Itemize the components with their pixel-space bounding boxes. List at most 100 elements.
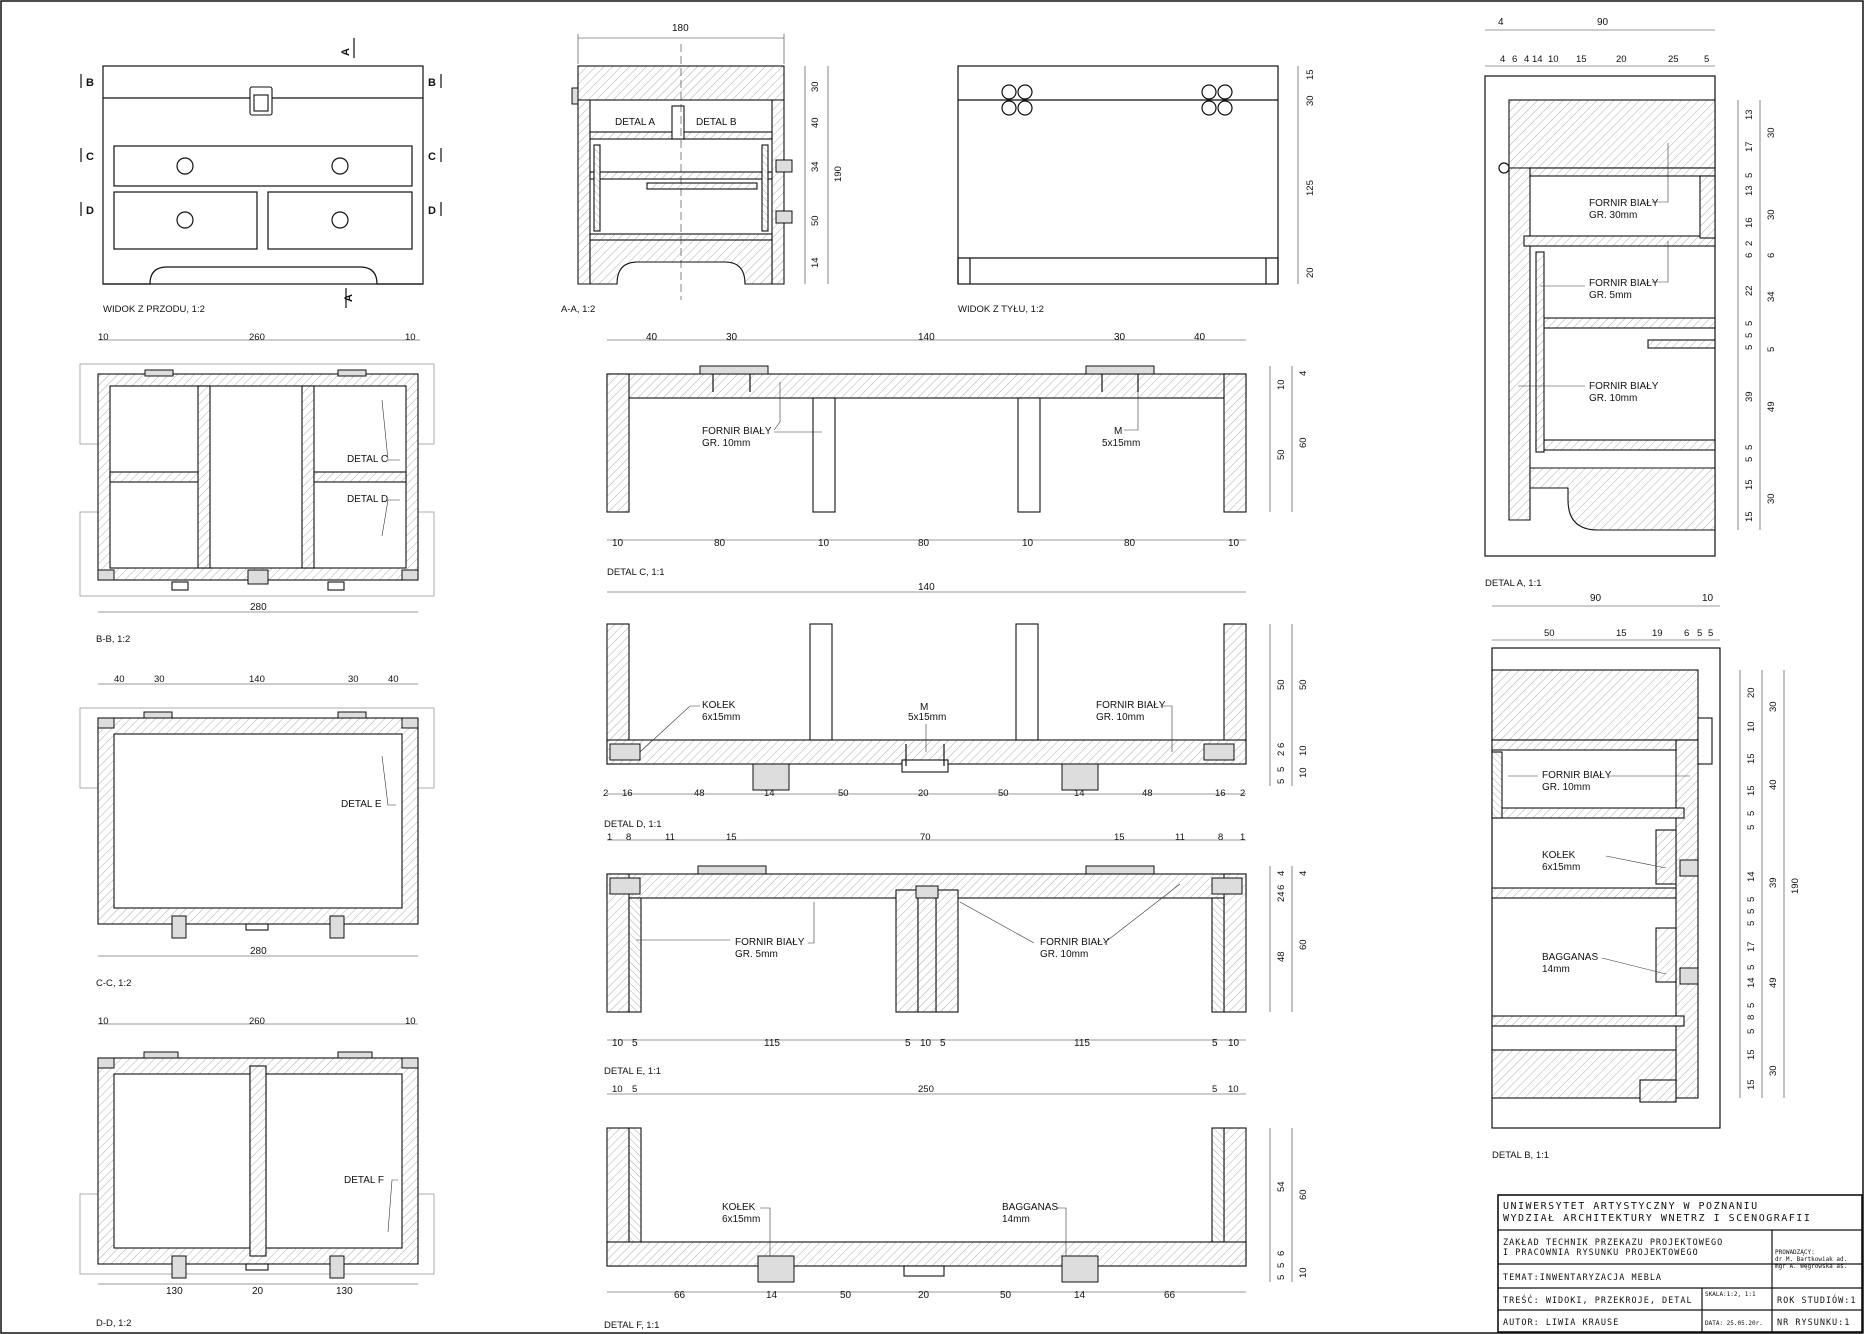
detail-d-label-m-l2: 5x15mm xyxy=(908,712,946,723)
bb-dim-top-1: 260 xyxy=(249,332,265,343)
detail-e-dim-r-a-1: 6 xyxy=(1276,885,1287,890)
detail-c-dim-bottom-1: 80 xyxy=(714,538,726,549)
bb-dim-top-0: 10 xyxy=(98,332,109,343)
detail-e-dim-top-8: 1 xyxy=(1240,832,1245,843)
section-mark-b-left: B xyxy=(86,77,94,89)
detail-f-dim-r-a-1: 6 xyxy=(1276,1251,1287,1256)
detail-d-dim-bottom-10: 2 xyxy=(1240,788,1245,799)
bb-label-detail-c: DETAL C xyxy=(347,454,388,465)
tb-dept-line1: ZAKŁAD TECHNIK PRZEKAZU PROJEKTOWEGO xyxy=(1503,1238,1723,1248)
detail-a-dim-r-a-1: 17 xyxy=(1744,141,1755,152)
cc-dim-top-4: 40 xyxy=(388,674,399,685)
detail-f-label-bag-l2: 14mm xyxy=(1002,1214,1030,1225)
detail-b-dim-r-a-15: 5 xyxy=(1746,1029,1757,1034)
detail-a-dim-r-a-8: 5 xyxy=(1744,321,1755,326)
detail-f-dim-bottom-1: 14 xyxy=(766,1290,778,1301)
detail-d: 140 KOŁEK 6x15mm M 5x15mm FORNIR BIAŁY G… xyxy=(603,582,1309,830)
detail-e-dim-bottom-1: 5 xyxy=(632,1038,638,1049)
detail-b-label-0-l1: FORNIR BIAŁY xyxy=(1542,770,1612,781)
detail-e-dim-top-3: 15 xyxy=(726,832,737,843)
dd-dim-top-2: 10 xyxy=(405,1016,416,1027)
detail-d-dim-r-a-0: 50 xyxy=(1276,679,1287,690)
detail-a-dim-r-b-2: 6 xyxy=(1766,253,1777,258)
detail-a-label-2-l1: FORNIR BIAŁY xyxy=(1589,381,1659,392)
detail-c-dim-bottom-2: 10 xyxy=(818,538,830,549)
back-dim-right-2: 125 xyxy=(1305,180,1316,196)
tb-university-line2: WYDZIAŁ ARCHITEKTURY WNETRZ I SCENOGRAFI… xyxy=(1503,1213,1811,1224)
detail-c: 40 30 140 30 40 FORNIR BIAŁY GR. 10mm M … xyxy=(606,332,1309,578)
detail-b-dim-r-a-3: 15 xyxy=(1746,785,1757,796)
detail-f-dim-bottom-6: 66 xyxy=(1164,1290,1176,1301)
tb-scale: SKALA:1:2, 1:1 xyxy=(1705,1291,1756,1298)
detail-a-label-0-l2: GR. 30mm xyxy=(1589,210,1637,221)
detail-a-dim-r-a-2: 5 xyxy=(1744,173,1755,178)
detail-f-dim-r-a-0: 54 xyxy=(1276,1181,1287,1192)
detail-a-dim-r-a-4: 16 xyxy=(1744,217,1755,228)
detail-f-dim-bottom-4: 50 xyxy=(1000,1290,1012,1301)
detail-b-dim-top-4: 5 xyxy=(1697,628,1702,639)
detail-b-label-1-l1: KOŁEK xyxy=(1542,850,1576,861)
detail-e-dim-bottom-0: 10 xyxy=(612,1038,624,1049)
detail-f-title: DETAL F, 1:1 xyxy=(604,1320,659,1331)
detail-f-dim-bottom-5: 14 xyxy=(1074,1290,1086,1301)
aa-title: A-A, 1:2 xyxy=(561,304,595,315)
detail-f-dim-bottom-0: 66 xyxy=(674,1290,686,1301)
detail-e-dim-bottom-2: 115 xyxy=(764,1038,780,1049)
cc-label-detail-e: DETAL E xyxy=(341,799,382,810)
detail-a-dim-r-b-4: 5 xyxy=(1766,347,1777,352)
detail-a-dim-r-a-3: 13 xyxy=(1744,185,1755,196)
detail-b-dim-top-2: 19 xyxy=(1652,628,1663,639)
detail-b-dim-r-a-14: 8 xyxy=(1746,1015,1757,1020)
tb-dept-line2: I PRACOWNIA RYSUNKU PROJEKTOWEGO xyxy=(1503,1248,1699,1258)
detail-d-dim-r-a-4: 5 xyxy=(1276,779,1287,784)
detail-e-dim-bottom-7: 5 xyxy=(1212,1038,1218,1049)
detail-d-label-fornir-l2: GR. 10mm xyxy=(1096,712,1144,723)
cc-dim-top-1: 30 xyxy=(154,674,165,685)
detail-c-dim-bottom-4: 10 xyxy=(1022,538,1034,549)
detail-c-label-fornir-l2: GR. 10mm xyxy=(702,438,750,449)
aa-dim-total: 190 xyxy=(833,166,844,182)
detail-a-dim-r-a-11: 39 xyxy=(1744,391,1755,402)
detail-c-dim-bottom-3: 80 xyxy=(918,538,930,549)
detail-f-dim-r-b-1: 10 xyxy=(1298,1267,1309,1278)
aa-dim-right-3: 50 xyxy=(810,215,821,226)
cc-dim-top-2: 140 xyxy=(249,674,265,685)
detail-d-dim-bottom-8: 48 xyxy=(1142,788,1153,799)
detail-a-dim-r-a-6: 6 xyxy=(1744,253,1755,258)
bb-title: B-B, 1:2 xyxy=(96,634,130,645)
title-block: UNIWERSYTET ARTYSTYCZNY W POZNANIU WYDZI… xyxy=(1497,1194,1863,1333)
back-dim-right-3: 20 xyxy=(1305,267,1316,278)
section-aa: 180 DETAL A DETAL B 30 40 34 50 14 190 A… xyxy=(561,23,844,315)
hinge-icon xyxy=(1001,84,1033,116)
detail-e-dim-r-b-0: 4 xyxy=(1298,871,1309,876)
detail-f-dim-top-4: 10 xyxy=(1228,1084,1239,1095)
detail-c-dim-top-4: 40 xyxy=(1194,332,1206,343)
detail-a-dim-top-8: 5 xyxy=(1704,54,1709,65)
detail-a-dim-r-a-0: 13 xyxy=(1744,109,1755,120)
aa-dim-right-0: 30 xyxy=(810,81,821,92)
detail-b-dim-r-b-2: 39 xyxy=(1768,877,1779,888)
detail-a-dim-r-a-7: 22 xyxy=(1744,285,1755,296)
tb-university-line1: UNIWERSYTET ARTYSTYCZNY W POZNANIU xyxy=(1503,1201,1759,1212)
detail-a-dim-top-2: 4 xyxy=(1524,54,1529,65)
detail-c-dim-r-b-1: 60 xyxy=(1298,437,1309,448)
detail-b-dim-top-total: 90 xyxy=(1590,593,1602,604)
detail-f-dim-top-2: 250 xyxy=(918,1084,934,1095)
detail-b-dim-r-a-0: 20 xyxy=(1746,687,1757,698)
detail-b-dim-top-5: 5 xyxy=(1708,628,1713,639)
detail-a-dim-top-7: 25 xyxy=(1668,54,1679,65)
detail-d-label-m-l1: M xyxy=(920,702,928,713)
detail-b-dim-r-b-3: 49 xyxy=(1768,977,1779,988)
detail-f-dim-bottom-2: 50 xyxy=(840,1290,852,1301)
detail-e-dim-bottom-8: 10 xyxy=(1228,1038,1240,1049)
section-mark-b-right: B xyxy=(428,77,436,89)
detail-d-dim-r-b-2: 10 xyxy=(1298,767,1309,778)
detail-e-label-right-l1: FORNIR BIAŁY xyxy=(1040,937,1110,948)
dd-title: D-D, 1:2 xyxy=(96,1318,131,1329)
tb-date: DATA: 25.05.20r. xyxy=(1705,1320,1763,1327)
detail-a-dim-top-6: 20 xyxy=(1616,54,1627,65)
section-mark-c-left: C xyxy=(86,151,94,163)
aa-dim-right-2: 34 xyxy=(810,161,821,172)
